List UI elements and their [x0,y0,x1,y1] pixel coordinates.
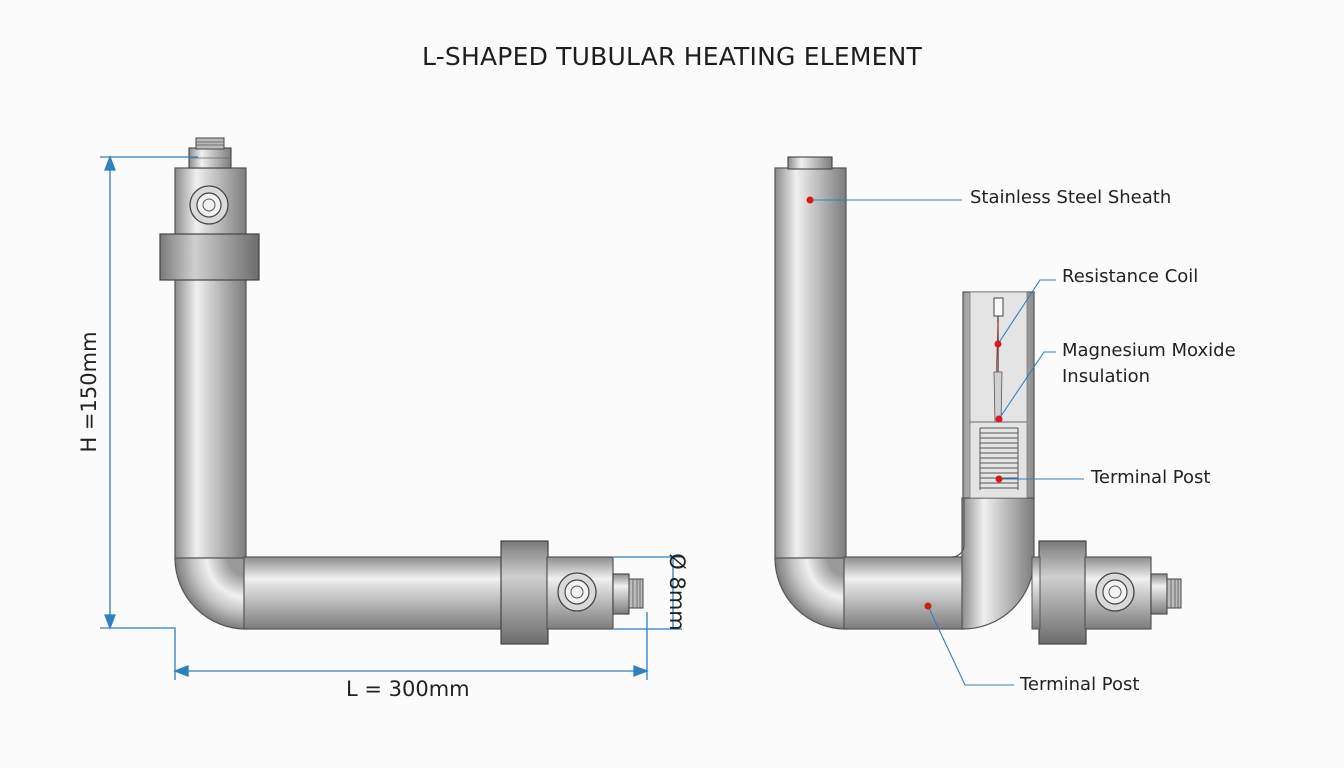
cutaway-section [962,291,1035,499]
length-dimension-label: L = 300mm [346,677,470,701]
callout-dot-terminal-lower [924,602,932,610]
callout-terminal-post-upper: Terminal Post [1091,467,1211,488]
callout-dot-sheath [806,196,814,204]
callout-dot-terminal-upper [995,475,1003,483]
right-tube-bend [774,557,847,630]
right-heating-element [774,156,1182,645]
left-heating-element [159,137,644,645]
callout-leaders [810,199,1084,686]
dimension-lines [100,155,682,680]
left-vertical-collar [159,233,260,281]
callout-sheath: Stainless Steel Sheath [970,187,1172,208]
left-vertical-tube [174,269,247,561]
diagram-title: L-SHAPED TUBULAR HEATING ELEMENT [422,42,922,71]
left-tube-bend [174,557,247,630]
right-horizontal-tube [843,556,965,630]
left-horizontal-collar [500,540,549,645]
callout-insulation-line2: Insulation [1062,366,1151,387]
dimension-arrow-bottom [104,614,116,630]
right-side-nut-icon [1150,573,1168,615]
diameter-dimension-label: Ø 8mm [665,553,689,631]
callout-terminal-post-lower: Terminal Post [1020,674,1140,695]
callout-insulation-line1: Magnesium Moxide [1062,340,1236,361]
right-top-cap-icon [787,156,833,170]
height-dimension-label: H =150mm [77,331,101,453]
left-horizontal-tube [243,556,507,630]
dimension-arrow-top [104,155,116,171]
callout-dot-insulation [995,415,1003,423]
callout-coil: Resistance Coil [1062,266,1199,287]
left-side-nut-icon [612,573,630,615]
right-vertical-tube [774,167,847,561]
dimension-arrow-left [173,665,189,677]
right-horizontal-collar [1038,540,1087,645]
dimension-arrow-right [633,665,649,677]
resistance-coil-icon [979,427,1019,490]
callout-dot-coil [994,340,1002,348]
callout-dots [806,196,1003,610]
right-upper-bend [961,497,1035,630]
